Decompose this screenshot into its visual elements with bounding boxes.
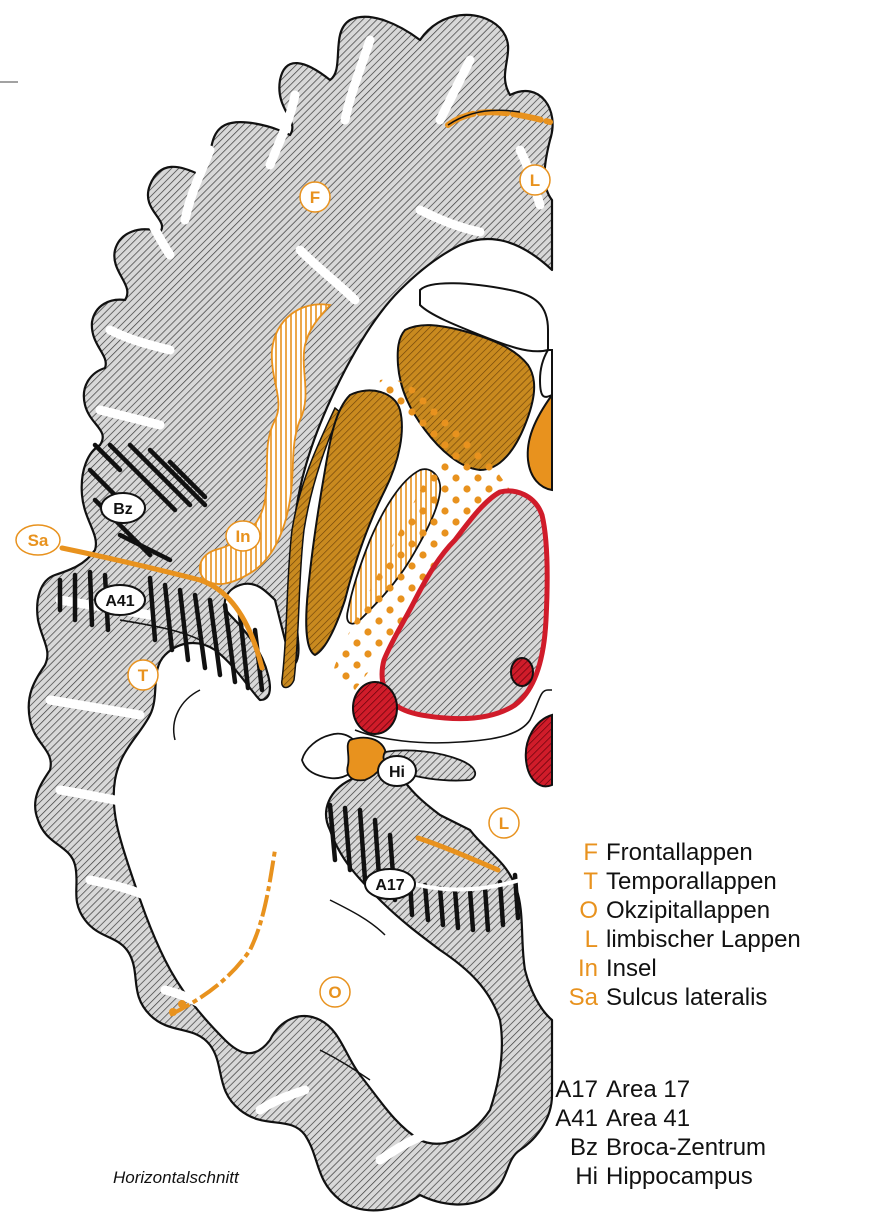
svg-text:F: F — [310, 188, 320, 207]
legend-area-item: Hi Hippocampus — [548, 1162, 766, 1191]
legend-lobe-item: F Frontallappen — [560, 838, 801, 867]
legend-lobe-item: Sa Sulcus lateralis — [560, 983, 801, 1012]
svg-text:In: In — [235, 527, 250, 546]
legend-lobe-abbr: In — [560, 954, 598, 983]
legend-area-item: A41 Area 41 — [548, 1104, 766, 1133]
legend-lobe-abbr: Sa — [560, 983, 598, 1012]
legend-lobe-item: In Insel — [560, 954, 801, 983]
legend-lobe-text: Frontallappen — [606, 838, 753, 867]
label-In: In — [226, 521, 260, 551]
svg-text:Hi: Hi — [389, 764, 405, 781]
label-A41: A41 — [95, 585, 145, 615]
svg-text:T: T — [138, 666, 149, 685]
legend-lobe-item: O Okzipitallappen — [560, 896, 801, 925]
legend-area-item: A17 Area 17 — [548, 1075, 766, 1104]
label-F: F — [300, 182, 330, 212]
legend-area-item: Bz Broca-Zentrum — [548, 1133, 766, 1162]
legend-area-text: Broca-Zentrum — [606, 1133, 766, 1162]
label-O: O — [320, 977, 350, 1007]
svg-text:Sa: Sa — [28, 531, 49, 550]
legend-lobe-item: T Temporallappen — [560, 867, 801, 896]
svg-text:A17: A17 — [375, 877, 404, 894]
red-nucleus-left — [353, 682, 397, 734]
legend-lobe-abbr: L — [560, 925, 598, 954]
midline-white-strip — [540, 350, 552, 397]
legend-area-abbr: A41 — [548, 1104, 598, 1133]
legend-lobe-abbr: F — [560, 838, 598, 867]
svg-text:L: L — [499, 814, 509, 833]
legend-lobe-text: Okzipitallappen — [606, 896, 770, 925]
legend-lobe-text: Sulcus lateralis — [606, 983, 767, 1012]
label-Hi: Hi — [378, 756, 416, 786]
label-A17: A17 — [365, 869, 415, 899]
legend-area-text: Hippocampus — [606, 1162, 753, 1191]
section-caption: Horizontalschnitt — [113, 1168, 240, 1187]
label-Sa: Sa — [16, 525, 60, 555]
svg-text:O: O — [328, 983, 341, 1002]
legend-lobe-text: Insel — [606, 954, 657, 983]
legend-lobe-text: Temporallappen — [606, 867, 777, 896]
svg-text:A41: A41 — [105, 593, 134, 610]
red-nucleus-small — [511, 658, 533, 686]
legend-area-abbr: Hi — [548, 1162, 598, 1191]
label-L-top: L — [520, 165, 550, 195]
svg-text:Bz: Bz — [113, 501, 133, 518]
legend-area-text: Area 41 — [606, 1104, 690, 1133]
legend-area-text: Area 17 — [606, 1075, 690, 1104]
legend-lobe-abbr: T — [560, 867, 598, 896]
legend-area-abbr: Bz — [548, 1133, 598, 1162]
red-nucleus-right — [526, 715, 552, 786]
label-Bz: Bz — [101, 493, 145, 523]
label-L-bottom: L — [489, 808, 519, 838]
legend-area-abbr: A17 — [548, 1075, 598, 1104]
label-T: T — [128, 660, 158, 690]
svg-text:L: L — [530, 171, 540, 190]
legend-lobe-text: limbischer Lappen — [606, 925, 801, 954]
legend-lobe-abbr: O — [560, 896, 598, 925]
occipital-orange-line — [170, 850, 275, 1015]
